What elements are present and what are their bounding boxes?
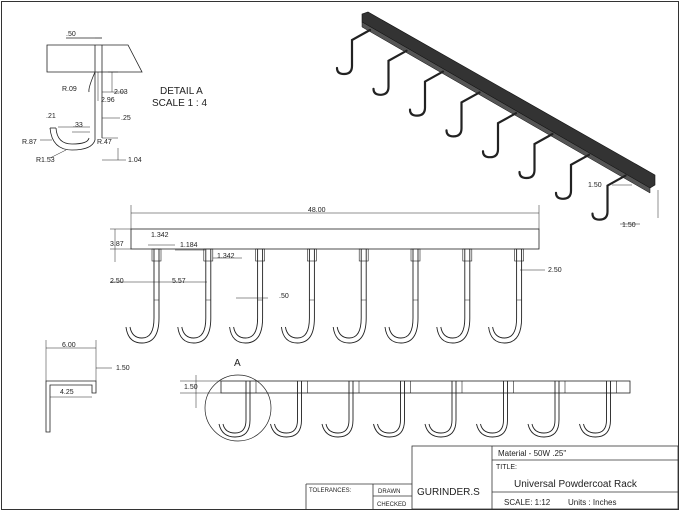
dim-3-87: 3.87 (110, 241, 124, 248)
bottom-hook-outline (321, 381, 354, 438)
bottom-hook-outline (476, 381, 508, 438)
iso-dim-1-50-a: 1.50 (588, 182, 602, 189)
bottom-hook (274, 381, 298, 434)
bottom-hook (325, 381, 350, 434)
dim-r-1-53: R1.53 (36, 157, 55, 164)
detail-scale: SCALE 1 : 4 (152, 98, 207, 109)
iso-hook (554, 153, 591, 200)
isometric-view (335, 11, 659, 225)
tolerances-label: TOLERANCES: (309, 488, 352, 494)
front-hook (336, 249, 362, 339)
drawn-by-name: GURINDER.S (417, 487, 480, 498)
front-hook (284, 249, 310, 339)
iso-hook (481, 112, 518, 159)
front-hook (492, 249, 518, 339)
iso-hook (591, 174, 627, 221)
front-hook-outline (384, 249, 419, 344)
front-hook-bracket (203, 248, 214, 262)
detail-a-view (40, 37, 143, 161)
bottom-hook (480, 381, 504, 434)
dim-1-342-a: 1.342 (151, 232, 169, 239)
dim-2-50-left: 2.50 (110, 278, 124, 285)
checked-label: CHECKED (377, 502, 407, 508)
dim-2-96: 2.96 (101, 97, 115, 104)
dim-r-0-87: R.87 (22, 139, 37, 146)
dim-0-33: .33 (73, 122, 83, 129)
bottom-hook-outline (218, 381, 251, 438)
dim-1-342-b: 1.342 (217, 253, 235, 260)
front-hook-outline (436, 249, 471, 344)
title-label: TITLE: (496, 464, 517, 471)
front-hook-bracket (462, 248, 473, 262)
dim-2-03: 2.03 (114, 89, 128, 96)
dim-r-small: R.09 (62, 86, 77, 93)
iso-hook (445, 91, 481, 138)
side-dim-1-50: 1.50 (116, 365, 130, 372)
bottom-hook-outline (270, 381, 302, 438)
scale-value: SCALE: 1:12 (504, 498, 551, 507)
bottom-view (180, 374, 631, 442)
bottom-hook (428, 381, 453, 434)
front-hook-bracket (151, 248, 162, 262)
bottom-dim-1-50: 1.50 (184, 384, 198, 391)
iso-hook (518, 132, 554, 180)
front-hook-outline (177, 249, 212, 344)
dim-0-25: .25 (121, 115, 131, 122)
dim-top-width: .50 (66, 31, 76, 38)
front-hook (388, 249, 414, 339)
iso-dim-1-50-b: 1.50 (622, 222, 636, 229)
dim-5-57: 5.57 (172, 278, 186, 285)
front-hook-bracket (410, 248, 421, 262)
bottom-hook (222, 381, 247, 434)
bottom-hook-outline (424, 381, 457, 438)
front-hook-outline (332, 249, 367, 344)
bottom-hook (377, 381, 401, 434)
dim-0-21: .21 (46, 113, 56, 120)
side-view (45, 340, 112, 433)
bottom-hook (531, 381, 556, 434)
dim-overall-length: 48.00 (308, 207, 326, 214)
bottom-hook (583, 381, 607, 434)
iso-hook (408, 70, 445, 117)
dim-2-50-right: 2.50 (548, 267, 562, 274)
title-block (305, 445, 679, 510)
front-hook-bracket (514, 248, 524, 262)
front-hook (181, 249, 207, 339)
front-view (110, 205, 545, 344)
front-hook (129, 249, 155, 339)
side-dim-6-00: 6.00 (62, 342, 76, 349)
front-hook-outline (125, 249, 160, 344)
iso-hook (335, 28, 372, 76)
front-hook (233, 249, 259, 339)
drawn-label: DRAWN (378, 489, 400, 495)
dim-1-04: 1.04 (128, 157, 142, 164)
front-hook-outline (280, 249, 315, 344)
iso-hook (372, 49, 408, 96)
front-hook-bracket (255, 248, 265, 262)
front-hook-outline (488, 249, 523, 344)
bottom-hook-outline (373, 381, 405, 438)
front-hook-bracket (358, 248, 369, 262)
bottom-hook-outline (527, 381, 560, 438)
drawing-title: Universal Powdercoat Rack (514, 479, 638, 490)
dim-1-184: 1.184 (180, 242, 198, 249)
detail-callout-a: A (234, 358, 241, 369)
front-hook-bracket (307, 248, 317, 262)
side-dim-4-25: 4.25 (60, 389, 74, 396)
dim-r-0-47: R.47 (97, 139, 112, 146)
units-value: Units : Inches (568, 498, 616, 507)
dim-0-50: .50 (279, 293, 289, 300)
bottom-hook-outline (579, 381, 611, 438)
front-hook-outline (229, 249, 264, 344)
detail-title: DETAIL A (160, 86, 203, 97)
material-label: Material - 50W .25" (498, 449, 566, 458)
front-hook (440, 249, 466, 339)
